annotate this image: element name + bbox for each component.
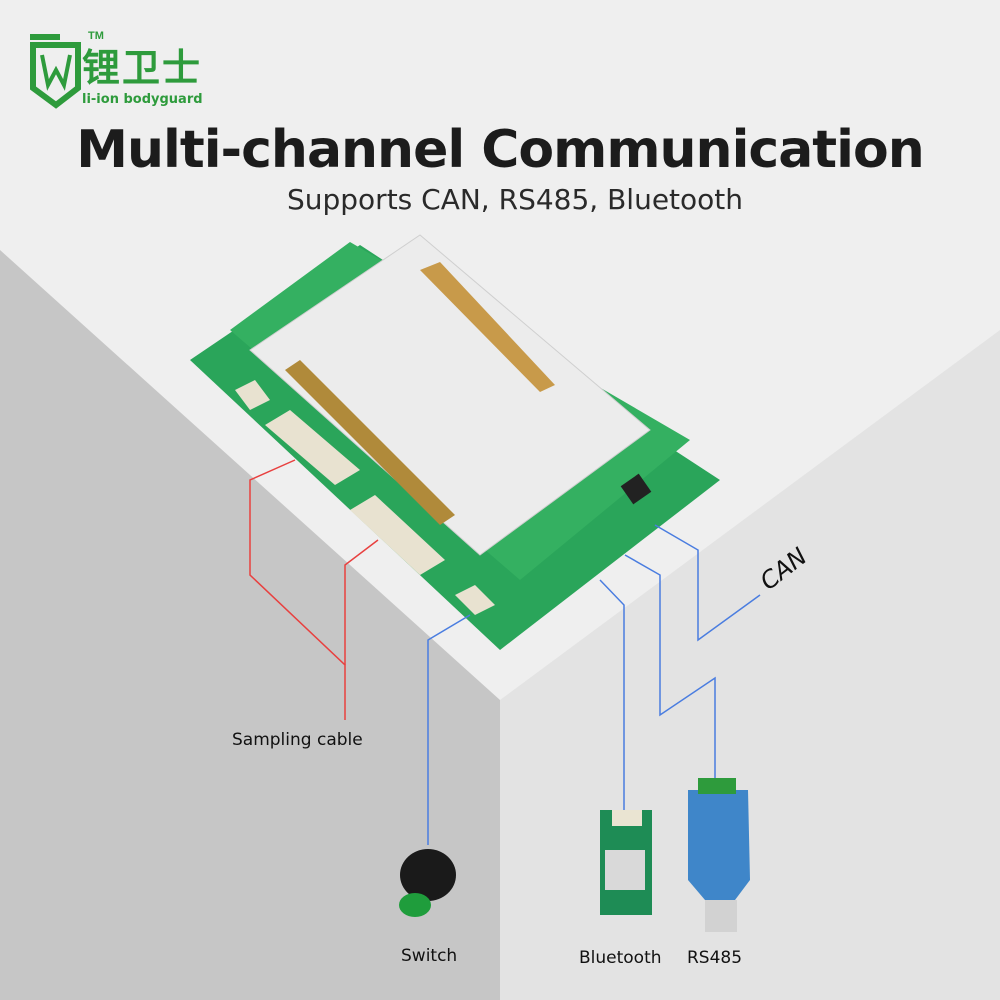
box-left-face	[0, 250, 500, 1000]
brand-logo-w	[40, 54, 72, 91]
usb-plug	[705, 900, 737, 932]
bluetooth-label: Bluetooth	[579, 948, 662, 968]
switch-body	[400, 849, 456, 901]
rs485-adapter	[688, 790, 750, 900]
connector	[235, 380, 270, 410]
sampling-cable-label: Sampling cable	[232, 730, 363, 750]
sampling-wire	[249, 459, 346, 720]
page-title: Multi-channel Communication	[76, 120, 924, 180]
brand-name-cn: 锂卫士	[82, 46, 203, 90]
page-subtitle: Supports CAN, RS485, Bluetooth	[286, 183, 744, 216]
heatsink-strip	[420, 262, 555, 392]
can-wire	[654, 524, 761, 642]
switch-button	[399, 893, 431, 917]
bluetooth-connector	[612, 810, 642, 826]
rs485-wire	[624, 554, 716, 780]
connector	[455, 585, 495, 615]
connector	[350, 495, 445, 575]
brand-trademark: TM	[88, 30, 104, 42]
connector	[265, 410, 360, 485]
bluetooth-chip	[605, 850, 645, 890]
brand-logo-shield	[30, 42, 81, 109]
rs485-terminal	[698, 778, 736, 794]
heatsink-strip	[285, 360, 455, 525]
brand-logo-bar	[30, 34, 60, 40]
brand-name-en: li-ion bodyguard	[82, 92, 203, 107]
switch-label: Switch	[401, 946, 458, 966]
bluetooth-wire	[599, 579, 625, 810]
sampling-wire	[344, 539, 379, 665]
chip	[620, 473, 652, 505]
switch-wire	[427, 614, 471, 845]
rs485-label: RS485	[687, 948, 743, 968]
